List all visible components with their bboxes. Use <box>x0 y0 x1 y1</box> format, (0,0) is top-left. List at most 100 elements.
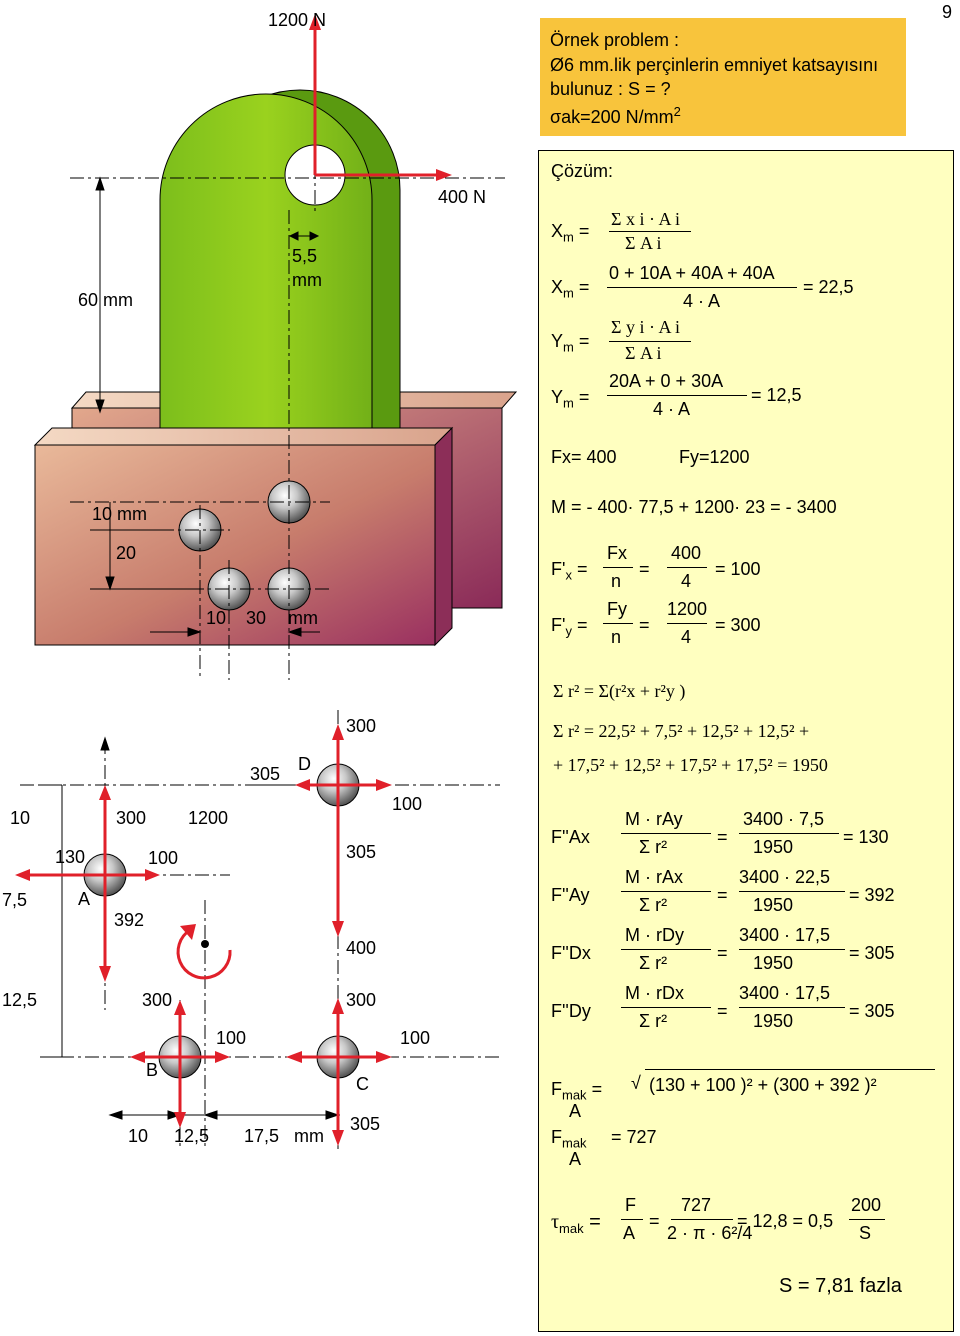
label-10-left: 10 <box>10 808 31 828</box>
moment-equation: M = - 400· 77,5 + 1200· 23 = - 3400 <box>551 497 837 517</box>
sum-r-formula: Σ r² = Σ(r²x + r²y ) <box>553 681 686 701</box>
dim-10: 10 <box>206 608 227 628</box>
label-D-100: 100 <box>392 794 423 814</box>
ym-formula-num: Σ y i · A i <box>611 317 680 337</box>
fy1-den1: n <box>611 627 622 647</box>
ym-letter: Y <box>551 331 564 351</box>
label-12-5-left: 12,5 <box>2 990 38 1010</box>
fdy-num: M · rDx <box>625 983 684 1003</box>
ym-formula-bar <box>609 341 691 342</box>
dim-10mm: 10 mm <box>92 504 148 524</box>
label-D: D <box>298 754 311 774</box>
tau-result: = 12,8 = 0,5 <box>737 1211 834 1231</box>
fdx-num: M · rDy <box>625 925 684 945</box>
fy1-bar1 <box>603 623 633 624</box>
fdx-bar <box>621 949 711 950</box>
ym-label-2: Ym = <box>551 387 590 411</box>
tau-label: τmak = <box>551 1211 601 1236</box>
ym-den: 4 · A <box>653 399 691 419</box>
fx1-result: = 100 <box>715 559 761 579</box>
sum-r2-line2: + 17,5² + 12,5² + 17,5² + 17,5² = 1950 <box>553 755 828 775</box>
label-C-300: 300 <box>346 990 377 1010</box>
fmak-sub2: A <box>569 1101 582 1121</box>
fmak-label: Fmak = <box>551 1079 603 1103</box>
dim-mm: mm <box>288 608 318 628</box>
label-12-5-bottom: 12,5 <box>174 1126 210 1146</box>
fy1-num2: 1200 <box>667 599 708 619</box>
fdx-den2: 1950 <box>753 953 794 973</box>
xm-formula-den: Σ A i <box>625 233 662 253</box>
label-A: A <box>78 889 91 909</box>
fmak-sub: mak <box>562 1087 587 1103</box>
ym-label: Ym = <box>551 331 590 355</box>
label-C-305: 305 <box>350 1114 381 1134</box>
ym-formula-den: Σ A i <box>625 343 662 363</box>
tau-eq1-num: F <box>625 1195 636 1215</box>
tau-sub: mak <box>559 1221 584 1236</box>
xm-sub: m <box>563 229 574 245</box>
xm-label-2: Xm = <box>551 277 590 301</box>
tau-frac-bar <box>849 1219 885 1220</box>
dim-5-5: 5,5 <box>292 246 318 266</box>
fdx-label: F''Dx <box>551 943 591 963</box>
xm-label: Xm = <box>551 221 590 245</box>
label-305-top: 305 <box>250 764 281 784</box>
fy1-bar2 <box>667 623 707 624</box>
fdy-label: F''Dy <box>551 1001 591 1021</box>
force-1200-label: 1200 N <box>268 10 327 30</box>
fdy-eq: = <box>717 1001 728 1021</box>
label-C-100: 100 <box>400 1028 431 1048</box>
ym-num: 20A + 0 + 30A <box>609 371 724 391</box>
fdx-eq: = <box>717 943 728 963</box>
fdy-result: = 305 <box>849 1001 895 1021</box>
tau-eq1-bar <box>621 1219 643 1220</box>
label-400: 400 <box>346 938 377 958</box>
fdx-num2: 3400 · 17,5 <box>739 925 831 945</box>
fdx-den: Σ r² <box>639 953 668 973</box>
fmak-letter-2: F <box>551 1127 562 1147</box>
fmak-letter: F <box>551 1079 562 1099</box>
page-number: 9 <box>942 2 953 22</box>
top-dimensions <box>90 176 320 637</box>
fay-num: M · rAx <box>625 867 683 887</box>
sigma-text: σak=200 N/mm <box>550 107 674 127</box>
force-400-label: 400 N <box>438 187 487 207</box>
green-lug <box>159 89 401 441</box>
ym-result: = 12,5 <box>751 385 802 405</box>
problem-box: Örnek problem : Ø6 mm.lik perçinlerin em… <box>540 18 906 136</box>
fmak-result: = 727 <box>611 1127 657 1147</box>
fax-bar2 <box>739 833 839 834</box>
tau-eq2-den: 2 · π · 6²/4 <box>667 1223 753 1243</box>
sqrt-sign: √ <box>631 1073 641 1093</box>
problem-line2: Ø6 mm.lik perçinlerin emniyet katsayısın… <box>550 55 879 75</box>
problem-line3: bulunuz : S = ? <box>550 79 671 99</box>
dim-30: 30 <box>246 608 267 628</box>
dim-5-5-unit: mm <box>292 270 322 290</box>
fy-value: Fy=1200 <box>679 447 750 467</box>
fx1-eq: = <box>639 559 650 579</box>
fx-value: Fx= 400 <box>551 447 617 467</box>
sum-r2-line1: Σ r² = 22,5² + 7,5² + 12,5² + 12,5² + <box>553 721 810 741</box>
top-forces <box>309 14 452 181</box>
sigma-exp: 2 <box>673 104 681 119</box>
fax-label: F''Ax <box>551 827 590 847</box>
fmak-expr: (130 + 100 )² + (300 + 392 )² <box>649 1075 877 1095</box>
label-1200: 1200 <box>188 808 229 828</box>
tau-eq2-num: 727 <box>681 1195 712 1215</box>
tau-frac-num: 200 <box>851 1195 882 1215</box>
front-plate <box>33 426 454 647</box>
fmak-sub4: A <box>569 1149 582 1169</box>
fay-label: F''Ay <box>551 885 590 905</box>
label-B-300: 300 <box>142 990 173 1010</box>
label-A-100: 100 <box>148 848 179 868</box>
fx1-num2: 400 <box>671 543 702 563</box>
label-B: B <box>146 1060 159 1080</box>
xm-sub-2: m <box>563 285 574 301</box>
fx1-bar1 <box>603 567 633 568</box>
solution-panel: Çözüm: Xm = Σ x i · A i Σ A i Xm = 0 + 1… <box>538 150 954 1332</box>
tau-letter: τ <box>551 1211 560 1233</box>
final-answer: S = 7,81 fazla <box>779 1275 902 1297</box>
fdy-den2: 1950 <box>753 1011 794 1031</box>
fax-result: = 130 <box>843 827 889 847</box>
fay-den2: 1950 <box>753 895 794 915</box>
